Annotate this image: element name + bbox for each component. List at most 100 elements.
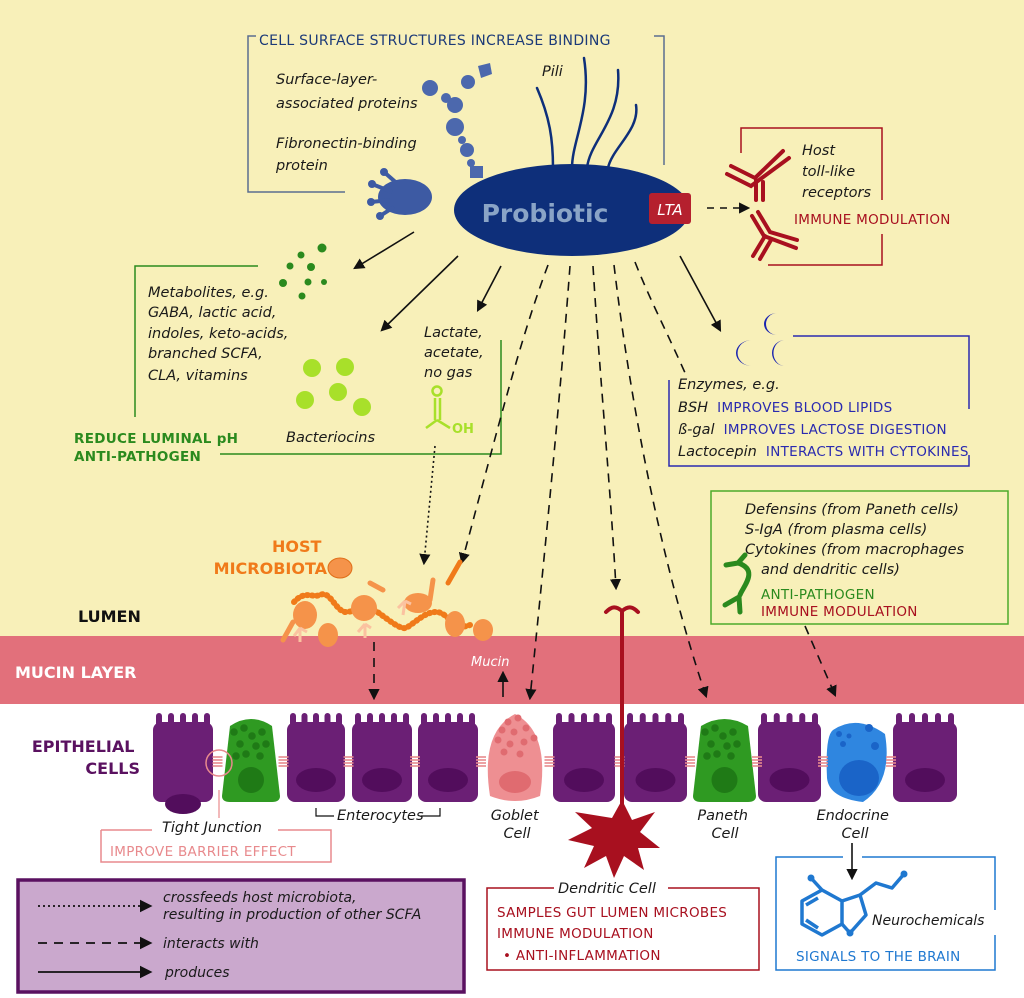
epithelial-label-2: CELLS <box>85 759 140 778</box>
neurochemicals-label: Neurochemicals <box>872 913 984 929</box>
tlr-text-3: receptors <box>802 185 871 201</box>
acetic-acid-oh: OH <box>452 422 474 437</box>
microvillus <box>324 713 331 724</box>
tlr-text-2: toll-like <box>802 164 855 180</box>
microvillus <box>367 713 373 724</box>
microvillus <box>581 713 587 724</box>
enzymes-box: Enzymes, e.g. BSH IMPROVES BLOOD LIPIDS … <box>668 335 970 467</box>
mucin-granule <box>514 714 522 722</box>
metabolites-effect-2: ANTI-PATHOGEN <box>74 449 201 465</box>
cell-labels: Tight Junction IMPROVE BARRIER EFFECT En… <box>100 749 893 863</box>
metabolites-effect-1: REDUCE LUMINAL pH <box>74 431 238 447</box>
microvillus <box>379 713 385 724</box>
microvillus <box>457 713 463 724</box>
enterocyte-nucleus <box>905 768 945 792</box>
dendritic-cell <box>568 605 660 878</box>
endocrine-granule <box>836 731 842 737</box>
tlr-effect: IMMUNE MODULATION <box>794 212 951 228</box>
brain-signals-effect: SIGNALS TO THE BRAIN <box>796 949 961 965</box>
paneth-cell <box>693 719 756 802</box>
lactate-line-1: Lactate, <box>424 325 483 341</box>
bacteriocins-icon <box>296 358 371 416</box>
mucin-granule <box>500 748 508 756</box>
microvillus <box>812 713 818 724</box>
metabolites-icon <box>279 243 327 300</box>
paneth-granule <box>232 752 240 760</box>
legend: crossfeeds host microbiota, resulting in… <box>16 878 466 994</box>
s-iga-antibody-icon <box>722 552 752 615</box>
lta-label: LTA <box>657 201 682 219</box>
microvillus <box>192 713 198 724</box>
mucin-granule <box>494 736 502 744</box>
microbiota-label-2: MICROBIOTA <box>214 559 328 578</box>
probiotic-label: Probiotic <box>482 199 609 228</box>
tlr-text-1: Host <box>802 143 836 159</box>
paneth-granule <box>256 752 264 760</box>
acetic-acid-icon <box>425 385 451 430</box>
paneth-granule <box>230 728 238 736</box>
microvillus <box>180 713 186 724</box>
paneth-granule <box>262 740 270 748</box>
toll-like-receptor-box: Host toll-like receptors IMMUNE MODULATION <box>740 127 951 266</box>
dendritic-effect-2: IMMUNE MODULATION <box>497 926 654 942</box>
microvillus <box>593 713 600 724</box>
microvillus <box>355 713 361 724</box>
enzyme-bgal-effect: IMPROVES LACTOSE DIGESTION <box>724 422 947 438</box>
fibronectin-label-2: protein <box>275 158 328 174</box>
paneth-granule <box>729 728 737 736</box>
microvillus <box>433 713 439 724</box>
microvillus <box>761 713 767 724</box>
epithelial-label-1: EPITHELIAL <box>32 737 135 756</box>
enzymes-intro: Enzymes, e.g. <box>678 377 780 393</box>
microvillus <box>156 713 162 724</box>
enzyme-row-lactocepin: Lactocepin INTERACTS WITH CYTOKINES <box>678 441 969 460</box>
mucin-granule <box>510 728 518 736</box>
microvillus <box>948 713 954 724</box>
paneth-granule <box>733 740 741 748</box>
paneth-nucleus <box>711 767 738 793</box>
svg-text:REDUCE LUMINAL pH ANTI-P: REDUCE LUMINAL pH ANTI-PATHOGEN <box>74 431 243 465</box>
lactate-line-2: acetate, <box>424 345 484 361</box>
metabolites-line-2: GABA, lactic acid, <box>148 305 276 321</box>
metabolites-line-1: Metabolites, e.g. <box>148 285 269 301</box>
paneth-granule <box>713 750 721 758</box>
goblet-label-1: Goblet <box>491 808 540 824</box>
mucin-granule <box>506 740 514 748</box>
legend-dotted-label-2: resulting in production of other SCFA <box>163 907 421 923</box>
host-microbiota-cluster <box>280 557 493 647</box>
metabolites-line-3: indoles, keto-acids, <box>148 326 288 342</box>
microvillus <box>469 713 475 724</box>
mucin-label: Mucin <box>471 655 509 670</box>
paneth-granule <box>703 752 711 760</box>
surface-layer-label-1: Surface-layer- <box>276 72 377 88</box>
mucin-granule <box>520 738 528 746</box>
paneth-granule <box>242 750 250 758</box>
defensins-line-4: and dendritic cells) <box>761 562 900 578</box>
produces-arrows <box>353 231 722 332</box>
microvillus <box>935 713 941 724</box>
microvillus <box>678 713 684 724</box>
paneth-cell <box>222 719 280 802</box>
microvillus <box>336 713 342 724</box>
enzyme-row-bsh: BSH IMPROVES BLOOD LIPIDS <box>678 397 892 416</box>
enzyme-lactocepin-name: Lactocepin <box>678 444 757 460</box>
mucin-granule <box>522 724 530 732</box>
mucin-granule <box>498 726 506 734</box>
cell-surface-structures-box: CELL SURFACE STRUCTURES INCREASE BINDING… <box>247 33 665 193</box>
defensins-line-3: Cytokines (from macrophages <box>745 542 965 558</box>
svg-text:Endocrine Cell: Endocrine Cell <box>816 808 893 842</box>
microvillus <box>568 713 575 724</box>
paneth-label-2: Cell <box>711 826 738 842</box>
lactate-line-3: no gas <box>424 365 473 381</box>
enterocytes-label: Enterocytes <box>337 808 424 824</box>
paneth-granule <box>236 740 244 748</box>
svg-text:Lactate, acetate,: Lactate, acetate, no gas <box>424 325 488 381</box>
goblet-nucleus <box>499 771 531 793</box>
lumen-region <box>0 0 1024 636</box>
lta-badge <box>649 193 691 224</box>
tight-junction-label: Tight Junction <box>162 820 262 836</box>
serotonin-molecule-icon <box>800 872 906 937</box>
